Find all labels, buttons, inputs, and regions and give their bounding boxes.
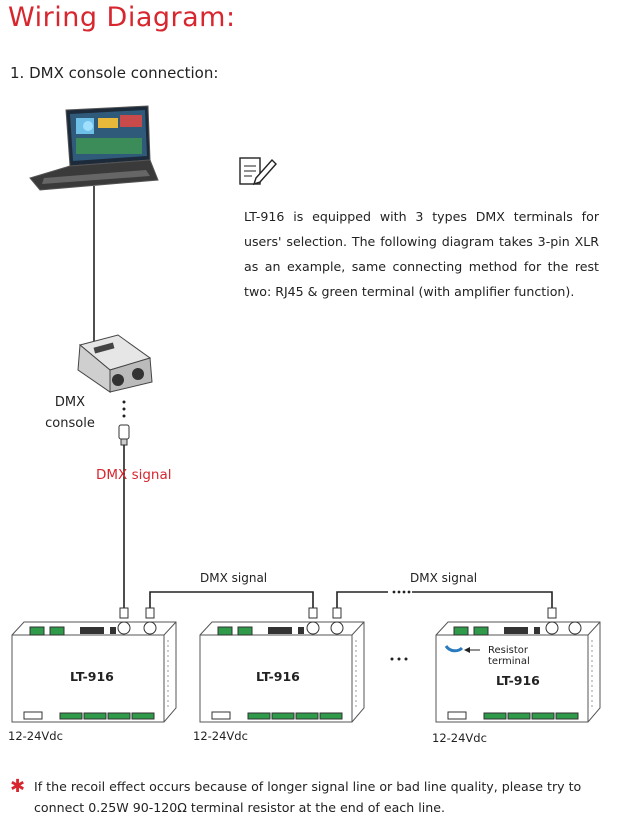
console-label-line2: console bbox=[45, 416, 95, 431]
page-title: Wiring Diagram: bbox=[8, 2, 236, 33]
xlr-plug-icon bbox=[118, 424, 130, 446]
asterisk-icon: ✱ bbox=[10, 776, 26, 797]
device-lt916-3 bbox=[435, 607, 601, 723]
dmx-signal-link1-label: DMX signal bbox=[200, 571, 268, 585]
laptop-icon bbox=[29, 105, 159, 191]
resistor-terminal-label: Resistor terminal bbox=[488, 645, 530, 667]
device-power-1: 12-24Vdc bbox=[8, 729, 63, 743]
device-lt916-2 bbox=[199, 607, 365, 723]
note-pencil-icon bbox=[239, 157, 277, 186]
dmx-console-icon bbox=[77, 334, 153, 393]
footer-note: ✱ If the recoil effect occurs because of… bbox=[10, 776, 610, 818]
device-lt916-1 bbox=[11, 607, 177, 723]
dmx-signal-main-label: DMX signal bbox=[96, 467, 172, 483]
dmx-signal-link2-label: DMX signal bbox=[410, 571, 478, 585]
device-power-3: 12-24Vdc bbox=[432, 731, 487, 745]
device-power-2: 12-24Vdc bbox=[193, 729, 248, 743]
footer-text: If the recoil effect occurs because of l… bbox=[34, 779, 582, 815]
resistor-label-line1: Resistor bbox=[488, 645, 528, 656]
console-label-line1: DMX bbox=[54, 395, 86, 410]
device-model-2: LT-916 bbox=[256, 669, 300, 684]
section-heading: 1. DMX console connection: bbox=[10, 64, 219, 82]
resistor-label-line2: terminal bbox=[488, 656, 530, 667]
note-text: LT-916 is equipped with 3 types DMX term… bbox=[244, 209, 599, 299]
device-model-1: LT-916 bbox=[70, 669, 114, 684]
device-model-3: LT-916 bbox=[496, 673, 540, 688]
console-label: DMX console bbox=[38, 392, 102, 434]
